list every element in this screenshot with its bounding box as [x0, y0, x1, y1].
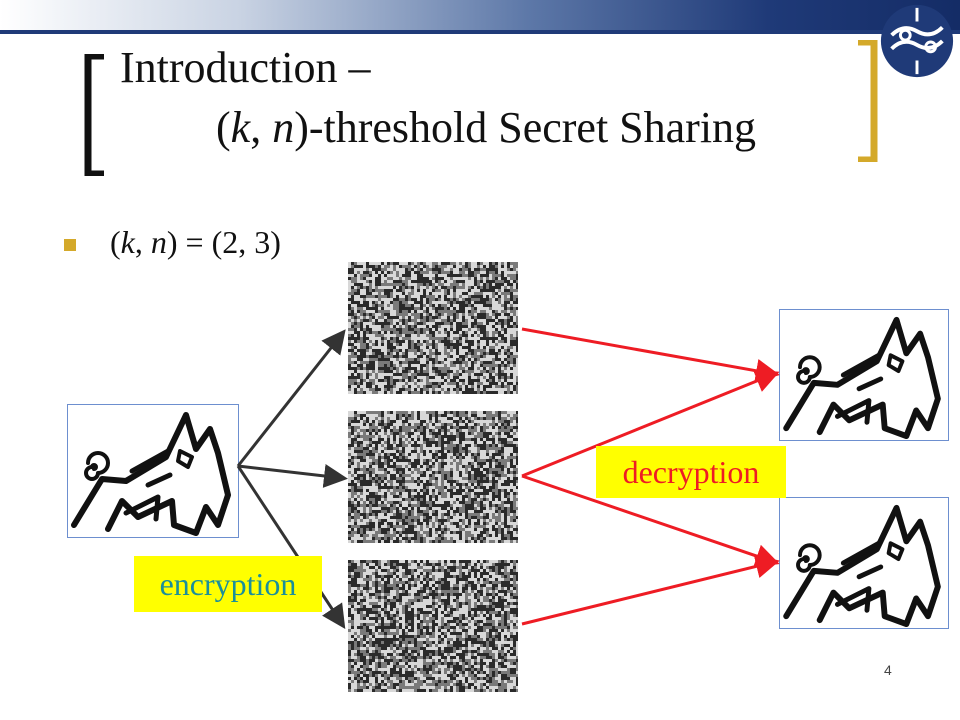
title-n: n: [272, 103, 295, 152]
bullet-marker: [64, 239, 76, 251]
share-image-3: [348, 560, 518, 692]
title-left-bracket: [84, 54, 104, 176]
cartoon-creature-image: [783, 316, 941, 440]
title-right-bracket: [858, 40, 878, 162]
title-k: k: [230, 103, 251, 152]
decrypt-arrow-2: [521, 369, 780, 478]
share-image-2: [348, 411, 518, 543]
cartoon-creature-image: [783, 504, 941, 628]
secret-image: [67, 404, 239, 538]
bullet-separator: ,: [134, 224, 151, 260]
decryption-label: decryption: [596, 446, 786, 498]
cartoon-creature-image: [71, 412, 231, 536]
bullet-rest: ) = (2, 3): [166, 224, 281, 260]
title-rest: )-threshold Secret Sharing: [294, 103, 757, 152]
decrypt-arrow-1: [521, 327, 780, 383]
header-rule: [0, 30, 960, 34]
header-gradient-bar: [0, 0, 960, 30]
encrypt-arrow-2: [237, 464, 348, 488]
recovered-image-2: [779, 497, 949, 629]
bullet-n: n: [150, 224, 167, 260]
decrypt-arrow-4: [521, 554, 780, 626]
slide-title-line1: Introduction –: [120, 43, 371, 92]
encrypt-arrow-1: [236, 329, 346, 467]
bullet-open-paren: (: [110, 224, 121, 260]
share-image-1: [348, 262, 518, 394]
bullet-text: (k, n) = (2, 3): [110, 224, 281, 261]
bullet-k: k: [120, 224, 135, 260]
title-separator: ,: [250, 103, 273, 152]
page-number: 4: [884, 662, 892, 678]
recovered-image-1: [779, 309, 949, 441]
decrypt-arrow-3: [521, 474, 780, 568]
slide-title-line2: (k, n)-threshold Secret Sharing: [216, 102, 756, 153]
university-logo-icon: [880, 4, 954, 78]
encryption-label: encryption: [134, 556, 322, 612]
encrypt-arrow-3: [236, 465, 346, 630]
title-open-paren: (: [216, 103, 231, 152]
